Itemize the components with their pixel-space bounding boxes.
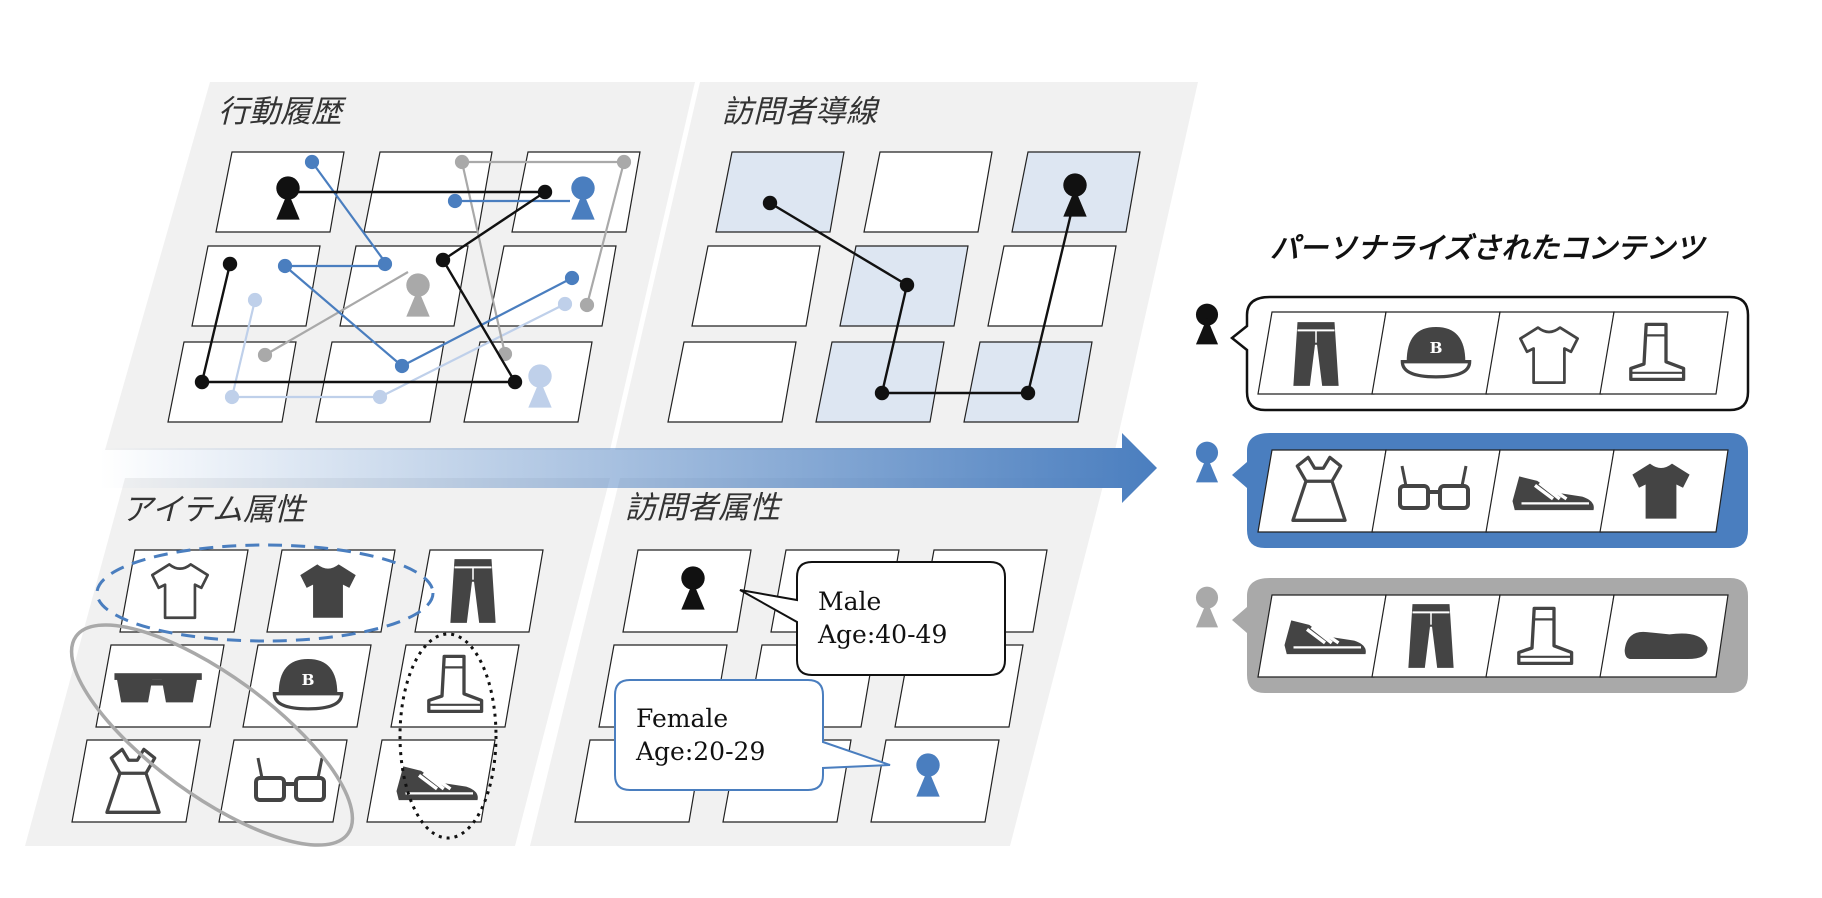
visitor-path-line <box>762 195 1077 401</box>
grid-cell <box>870 739 1000 823</box>
grid-cell <box>463 341 593 423</box>
flow-arrow <box>100 433 1157 503</box>
grid-cell <box>191 245 321 327</box>
personalized-row-black <box>1195 295 1750 412</box>
path-light-blue <box>224 292 573 405</box>
group-tops-ellipse <box>95 543 435 643</box>
grid-cell <box>815 341 945 423</box>
grid-cell <box>622 549 752 633</box>
personalized-content-title: パーソナライズされたコンテンツ <box>1270 231 1707 265</box>
male-age-label: Age:40-49 <box>817 620 947 649</box>
male-gender-label: Male <box>818 587 881 616</box>
path-black <box>194 184 553 390</box>
visitor-attributes-title: 訪問者属性 <box>625 490 783 526</box>
grid-cell <box>667 341 797 423</box>
black-user-icon <box>1195 303 1219 345</box>
group-shoes-ellipse <box>398 632 498 840</box>
visitor-path-title: 訪問者導線 <box>722 94 880 130</box>
group-accessories-ellipse <box>69 623 355 847</box>
gray-user-icon <box>1195 586 1219 628</box>
grid-cell <box>863 151 993 233</box>
item-attributes-title: アイテム属性 <box>122 492 308 528</box>
male-callout: Male Age:40-49 <box>739 561 1006 676</box>
blue-user-icon <box>1195 441 1219 483</box>
loafer-icon <box>1624 631 1708 660</box>
personalized-row-gray <box>1195 578 1748 693</box>
female-age-label: Age:20-29 <box>635 737 765 766</box>
grid-cell <box>95 644 225 728</box>
behavior-history-title: 行動履歴 <box>218 94 347 130</box>
grid-cell <box>715 151 845 233</box>
grid-cell <box>987 245 1117 327</box>
visitor-path-grid <box>667 151 1141 423</box>
grid-cell <box>487 245 617 327</box>
grid-cell <box>691 245 821 327</box>
female-callout: Female Age:20-29 <box>614 679 891 791</box>
path-blue <box>277 154 580 374</box>
female-gender-label: Female <box>636 704 728 733</box>
path-gray <box>257 154 632 363</box>
personalized-row-blue <box>1195 433 1748 548</box>
grid-cell <box>963 341 1093 423</box>
